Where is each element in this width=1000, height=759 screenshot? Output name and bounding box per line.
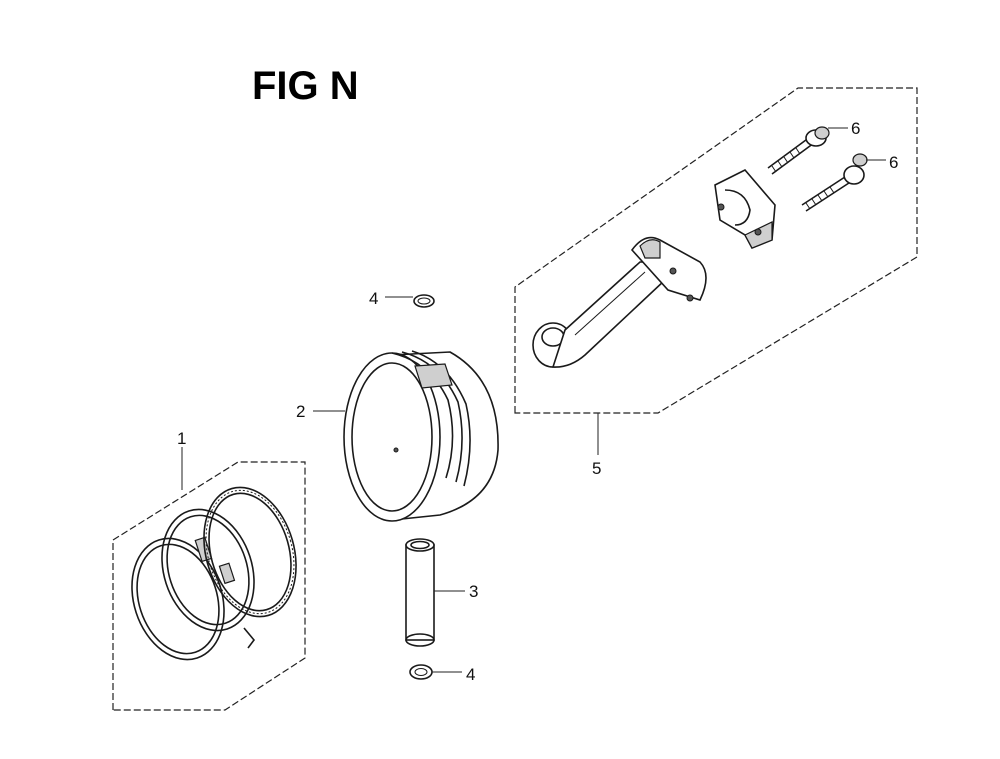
piston-pin: 3: [405, 538, 478, 647]
piston-ring-front: [131, 537, 225, 661]
piston-ring-middle: [161, 508, 255, 632]
ring-set-frame: [112, 461, 306, 711]
piston-ring-set: 1: [112, 429, 306, 711]
piston-pin-clip-top: 4: [369, 289, 435, 308]
connecting-rod-bolt-upper: 6: [767, 119, 860, 175]
piston-pin-clip-bottom: 4: [409, 664, 475, 684]
connecting-rod: [532, 236, 707, 368]
connecting-rod-cap: [714, 169, 776, 250]
rod-assembly-frame: [514, 87, 918, 414]
piston: 2: [296, 350, 499, 522]
figure-title: FIG N: [252, 64, 359, 108]
piston-ring-oil: [203, 486, 297, 649]
connecting-rod-assembly: 5: [514, 87, 918, 478]
callout-6-lower: 6: [889, 153, 898, 172]
callout-2: 2: [296, 402, 305, 421]
callout-4-bottom: 4: [466, 665, 475, 684]
callout-4-top: 4: [369, 289, 378, 308]
callout-1: 1: [177, 429, 186, 448]
callout-5: 5: [592, 459, 601, 478]
callout-6-upper: 6: [851, 119, 860, 138]
connecting-rod-bolt-lower: 6: [801, 153, 898, 212]
callout-3: 3: [469, 582, 478, 601]
